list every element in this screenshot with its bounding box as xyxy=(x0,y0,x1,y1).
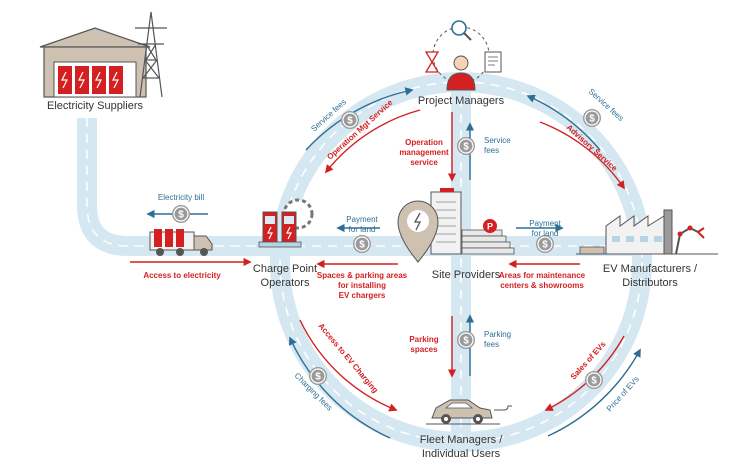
manager-with-tools-icon xyxy=(424,20,502,91)
areas-maintenance-label-line1: Areas for maintenance xyxy=(499,271,586,280)
fleet-managers-label-line1: Fleet Managers / xyxy=(420,434,503,446)
dollar-coin-icon xyxy=(582,108,602,128)
service-fees-right-arrow xyxy=(526,94,601,151)
service-fees-center-label-line2: fees xyxy=(484,146,499,155)
parking-fees-label-line1: Parking xyxy=(484,330,511,339)
operation-management-label-line1: Operation xyxy=(405,138,443,147)
spaces-parking-label-line3: EV chargers xyxy=(339,291,386,300)
supplier-road xyxy=(77,118,280,256)
ev-manufacturers-label-line2: Distributors xyxy=(622,277,678,289)
dollar-coin-icon xyxy=(456,136,476,156)
charging-station-icon xyxy=(258,198,314,248)
price-of-evs-arrow xyxy=(547,348,641,437)
areas-maintenance-label-line2: centers & showrooms xyxy=(500,281,584,290)
access-to-ev-charging-arrow xyxy=(299,319,398,412)
access-to-electricity-label: Access to electricity xyxy=(143,271,221,280)
site-location-icon: P xyxy=(397,188,515,263)
charge-point-operators-label-line2: Operators xyxy=(261,277,310,289)
power-plant-icon xyxy=(39,11,167,98)
fleet-managers-label-line2: Individual Users xyxy=(422,448,501,460)
parking-fees-label-line2: fees xyxy=(484,340,499,349)
charge-point-operators-label-line1: Charge Point xyxy=(253,263,317,275)
project-managers-label: Project Managers xyxy=(418,95,505,107)
operation-management-label-line2: management xyxy=(399,148,449,157)
car-icon xyxy=(426,399,512,425)
dollar-coin-icon xyxy=(171,204,191,224)
service-fees-left-arrow xyxy=(305,87,414,151)
payment-for-land-left-line1: Payment xyxy=(346,215,378,224)
payment-for-land-right-line1: Payment xyxy=(529,219,561,228)
parking-spaces-label-line2: spaces xyxy=(410,345,438,354)
payment-for-land-right-line2: for land xyxy=(532,229,559,238)
parking-spaces-label-line1: Parking xyxy=(409,335,438,344)
dollar-coin-icon xyxy=(352,234,372,254)
spaces-parking-label-line2: for installing xyxy=(338,281,386,290)
charging-fees-arrow xyxy=(288,336,391,439)
ev-manufacturers-label-line1: EV Manufacturers / xyxy=(603,263,698,275)
factory-icon xyxy=(576,209,718,255)
dollar-coin-icon xyxy=(456,330,476,350)
operation-management-label-line3: service xyxy=(410,158,438,167)
dollar-coin-icon xyxy=(584,370,604,390)
electricity-suppliers-label: Electricity Suppliers xyxy=(47,100,143,112)
dollar-coin-icon xyxy=(308,366,328,386)
spaces-parking-label-line1: Spaces & parking areas xyxy=(317,271,408,280)
electricity-bill-label: Electricity bill xyxy=(158,193,204,202)
supplier-road-dashes xyxy=(86,118,280,247)
battery-truck-icon xyxy=(149,229,213,256)
payment-for-land-left-line2: for land xyxy=(349,225,376,234)
flow-arrows xyxy=(130,87,641,439)
site-providers-label: Site Providers xyxy=(432,269,501,281)
service-fees-center-label-line1: Service xyxy=(484,136,511,145)
operation-mgt-arrow xyxy=(324,109,421,174)
advisory-service-arrow xyxy=(539,121,625,190)
svg-text:P: P xyxy=(487,222,493,232)
